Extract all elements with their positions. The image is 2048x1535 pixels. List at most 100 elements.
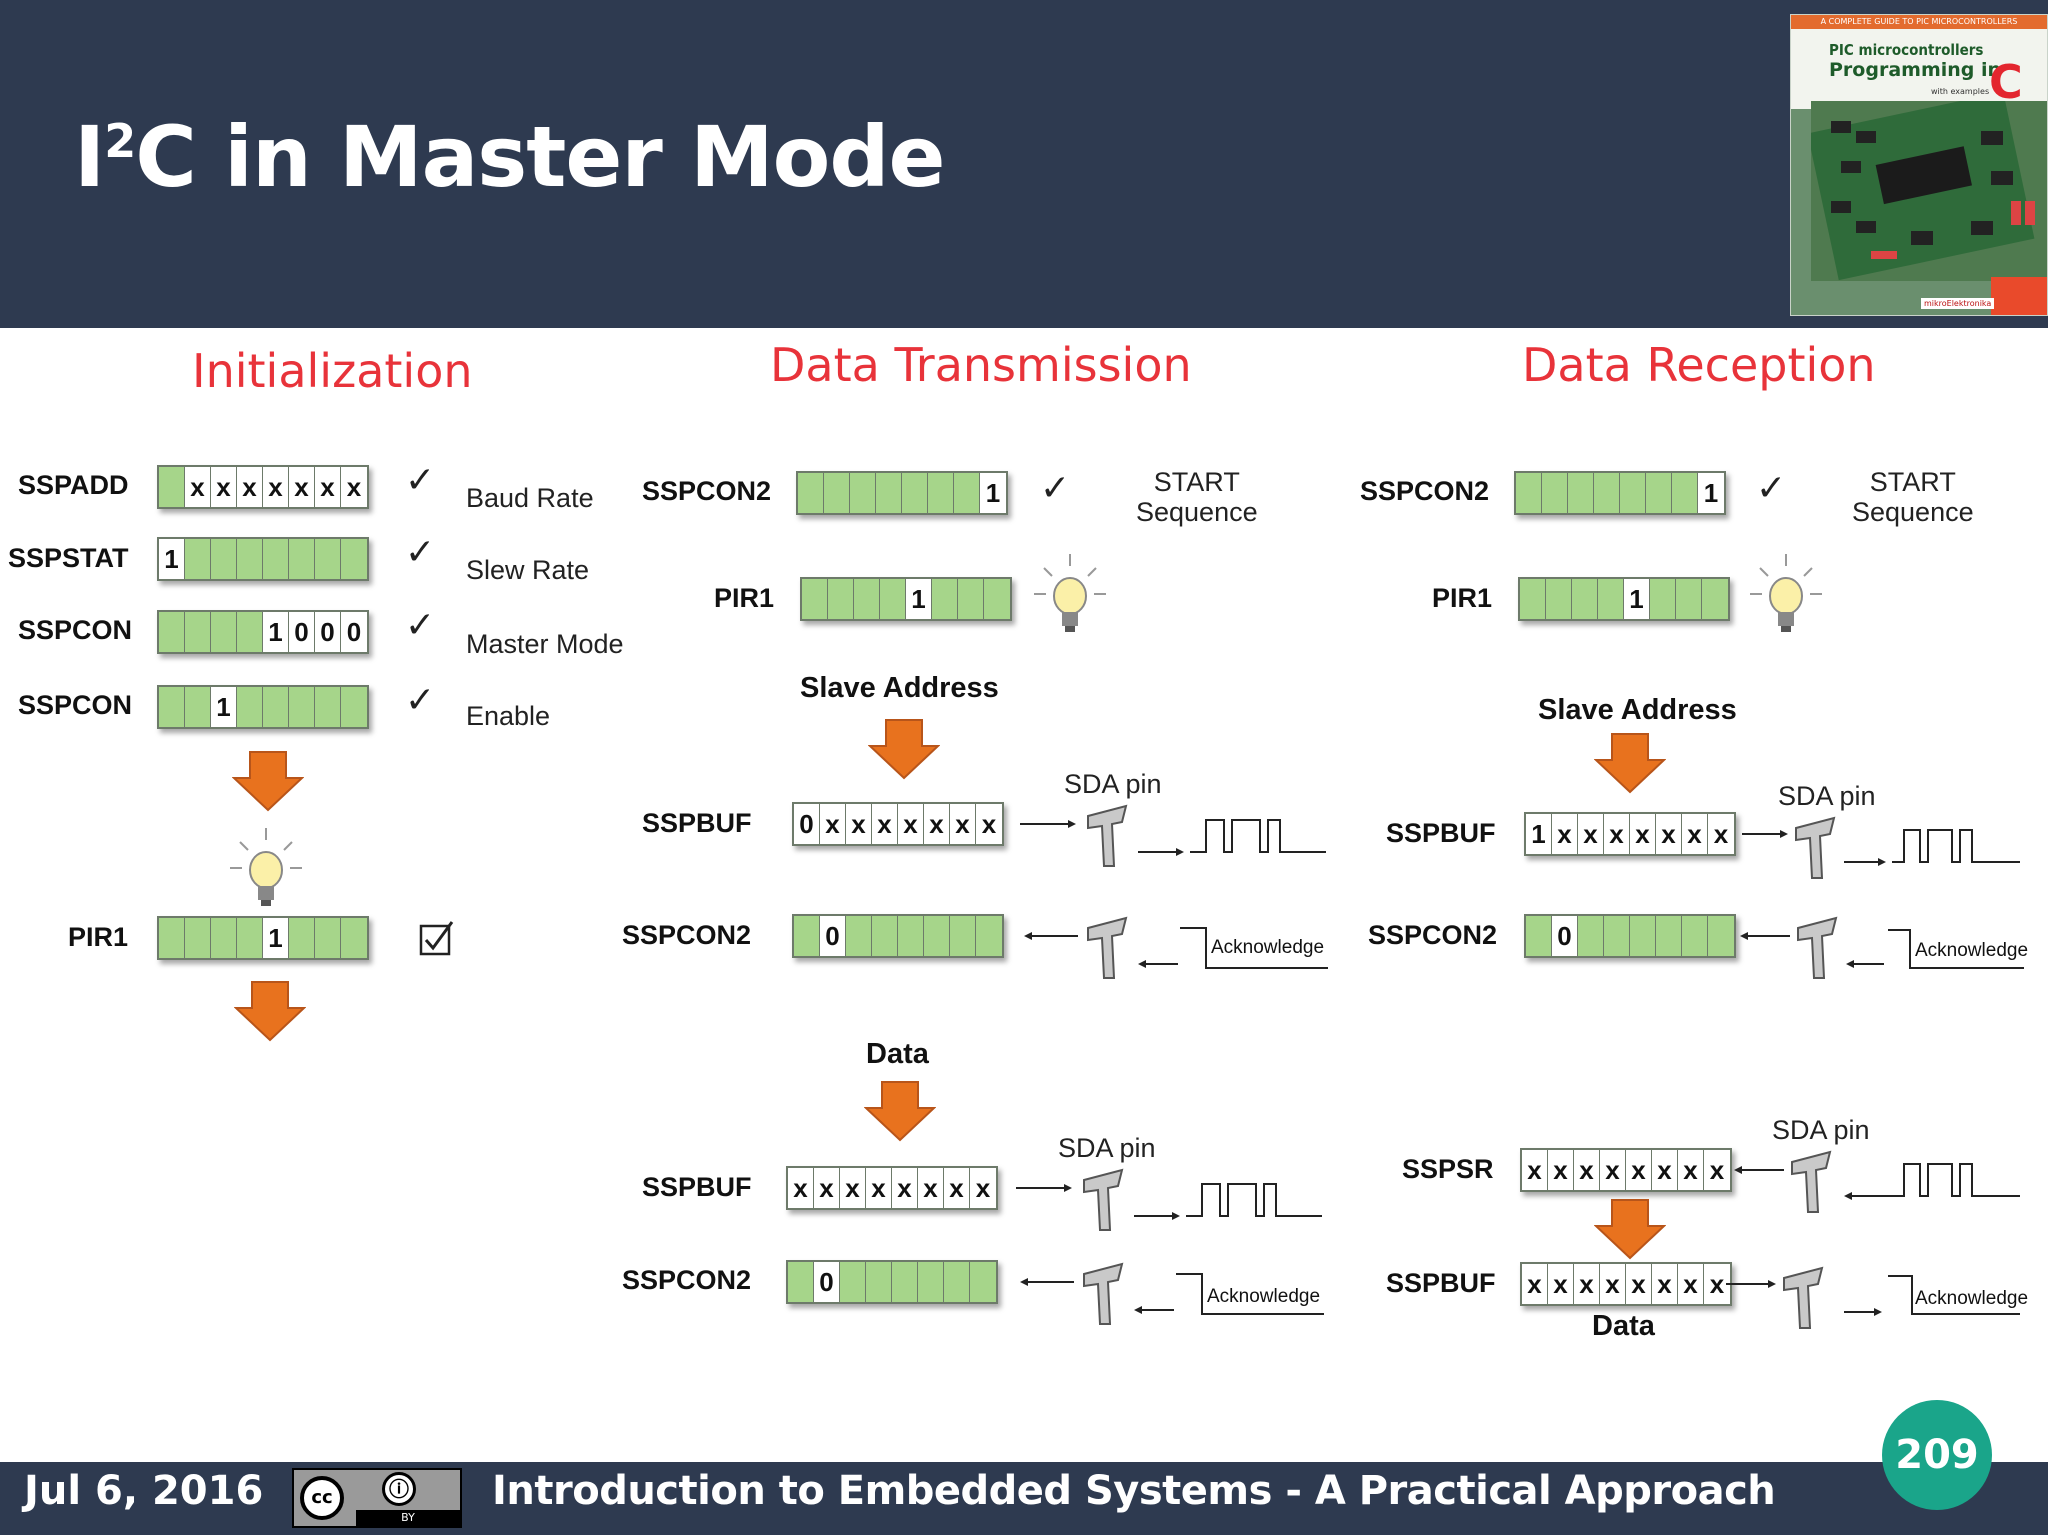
register-bit: 1 [906, 579, 932, 619]
register-bit [1568, 473, 1594, 513]
tx-register-sspcon2-start: 1 [796, 471, 1008, 515]
register-bit: x [970, 1168, 996, 1208]
register-bit [159, 687, 185, 727]
lightbulb-icon [230, 828, 302, 906]
register-bit: 0 [820, 916, 846, 956]
book-banner: A COMPLETE GUIDE TO PIC MICROCONTROLLERS [1791, 15, 2047, 29]
register-bit [1542, 473, 1568, 513]
tx-sspcon2-label: SSPCON2 [622, 920, 752, 950]
register-bit [866, 1262, 892, 1302]
register-bit: x [1652, 1264, 1678, 1304]
tx-start-reg-label: SSPCON2 [642, 476, 772, 506]
down-arrow-icon [232, 751, 304, 812]
register-bit: x [1704, 1264, 1730, 1304]
register-bit [185, 918, 211, 958]
tx-data-label: Data [866, 1038, 929, 1070]
init-reg-label-sspcon: SSPCON [18, 615, 133, 645]
register-bit [788, 1262, 814, 1302]
register-bit [1682, 916, 1708, 956]
init-desc-slew-rate: Slew Rate [466, 555, 590, 585]
publisher-logo: mikroElektronika [1921, 298, 1995, 309]
register-bit: x [892, 1168, 918, 1208]
register-bit [918, 1262, 944, 1302]
register-bit [289, 539, 315, 579]
book-title-line1: PIC microcontrollers [1829, 41, 1984, 59]
page-number-badge: 209 [1882, 1400, 1992, 1510]
register-bit [1572, 579, 1598, 619]
rx-sspcon2-label: SSPCON2 [1368, 920, 1498, 950]
rx-sspbuf-label: SSPBUF [1386, 818, 1496, 848]
register-bit [944, 1262, 970, 1302]
down-arrow-icon [864, 1081, 936, 1142]
register-bit [237, 539, 263, 579]
register-bit: x [1652, 1150, 1678, 1190]
init-reg-label-sspstat: SSPSTAT [8, 543, 129, 573]
tx-register-sspcon2-data-ack: 0 [786, 1260, 998, 1304]
register-bit [1702, 579, 1728, 619]
acknowledge-waveform-diagram [1020, 1262, 1324, 1325]
register-bit: 1 [1698, 473, 1724, 513]
register-bit [876, 473, 902, 513]
register-bit: 0 [289, 612, 315, 652]
register-bit [950, 916, 976, 956]
register-bit [958, 579, 984, 619]
book-title-c: C [1989, 55, 2023, 109]
check-icon: ✓ [1040, 468, 1071, 509]
register-bit: x [1704, 1150, 1730, 1190]
sda-pin-waveform-diagram [1016, 1168, 1322, 1231]
footer-date: Jul 6, 2016 [24, 1468, 264, 1514]
register-bit: 0 [1552, 916, 1578, 956]
rx-data-label: Data [1592, 1310, 1655, 1342]
register-bit: x [289, 467, 315, 507]
register-bit: x [898, 804, 924, 844]
register-bit [880, 579, 906, 619]
register-bit: 0 [315, 612, 341, 652]
register-bit [854, 579, 880, 619]
register-bit [1604, 916, 1630, 956]
init-desc-enable: Enable [466, 701, 551, 731]
check-icon: ✓ [405, 532, 436, 573]
register-bit [185, 687, 211, 727]
register-bit: x [820, 804, 846, 844]
register-bit: x [846, 804, 872, 844]
cc-by-license-badge: cc ⓘ BY [292, 1468, 462, 1528]
register-bit [1594, 473, 1620, 513]
tx-sspcon2-data-label: SSPCON2 [622, 1265, 752, 1295]
register-bit: 1 [159, 539, 185, 579]
attribution-person-icon: ⓘ [382, 1472, 416, 1506]
down-arrow-icon [868, 719, 940, 780]
register-bit [185, 612, 211, 652]
register-bit [237, 918, 263, 958]
rx-start-reg-label: SSPCON2 [1360, 476, 1490, 506]
register-bit: x [1522, 1264, 1548, 1304]
register-bit: 1 [1526, 814, 1552, 854]
tx-sda-pin-label-2: SDA pin [1058, 1133, 1156, 1163]
register-bit [1672, 473, 1698, 513]
register-bit [341, 539, 367, 579]
sda-pin-waveform-diagram [1742, 816, 2020, 879]
register-bit [898, 916, 924, 956]
register-bit [211, 612, 237, 652]
acknowledge-waveform-diagram [1740, 916, 2024, 979]
register-bit: 1 [263, 612, 289, 652]
register-bit [840, 1262, 866, 1302]
init-pir1-label: PIR1 [68, 922, 129, 952]
register-bit: x [1656, 814, 1682, 854]
init-reg-label-sspcon-enable: SSPCON [18, 690, 133, 720]
book-tagline: with examples [1931, 87, 1990, 96]
register-bit: x [1626, 1264, 1652, 1304]
register-bit [1516, 473, 1542, 513]
register-bit: x [1548, 1264, 1574, 1304]
tx-register-pir1: 1 [800, 577, 1012, 621]
checkbox-checked-icon [419, 921, 454, 956]
register-bit [1656, 916, 1682, 956]
register-bit [846, 916, 872, 956]
register-bit [984, 579, 1010, 619]
check-icon: ✓ [405, 460, 436, 501]
